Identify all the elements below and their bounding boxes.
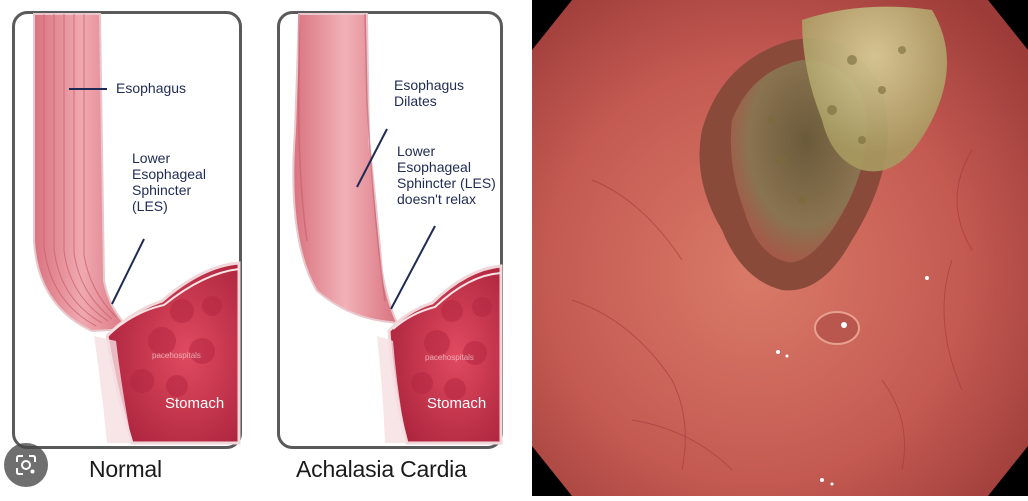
achalasia-diagram-panel: Esophagus Dilates Lower Esophageal Sphin… xyxy=(277,11,503,449)
les-not-relax-label: Lower Esophageal Sphincter (LES) doesn't… xyxy=(397,143,496,207)
watermark-text: pacehospitals xyxy=(152,351,201,360)
achalasia-esophagus-illustration xyxy=(277,11,503,449)
normal-diagram-panel: Esophagus Lower Esophageal Sphincter (LE… xyxy=(12,11,242,449)
watermark-text: pacehospitals xyxy=(425,353,474,362)
endoscopy-photo xyxy=(532,0,1028,496)
achalasia-caption: Achalasia Cardia xyxy=(296,456,467,483)
google-lens-button[interactable] xyxy=(4,443,48,487)
esophagus-label: Esophagus xyxy=(116,80,186,96)
google-lens-icon xyxy=(15,454,37,476)
les-label: Lower Esophageal Sphincter (LES) xyxy=(132,150,206,214)
stomach-label: Stomach xyxy=(165,395,224,412)
normal-esophagus-illustration xyxy=(12,11,242,449)
endoscopy-image xyxy=(532,0,1028,496)
normal-caption: Normal xyxy=(89,456,162,483)
esophagus-dilates-label: Esophagus Dilates xyxy=(394,77,464,109)
stomach-label: Stomach xyxy=(427,395,486,412)
